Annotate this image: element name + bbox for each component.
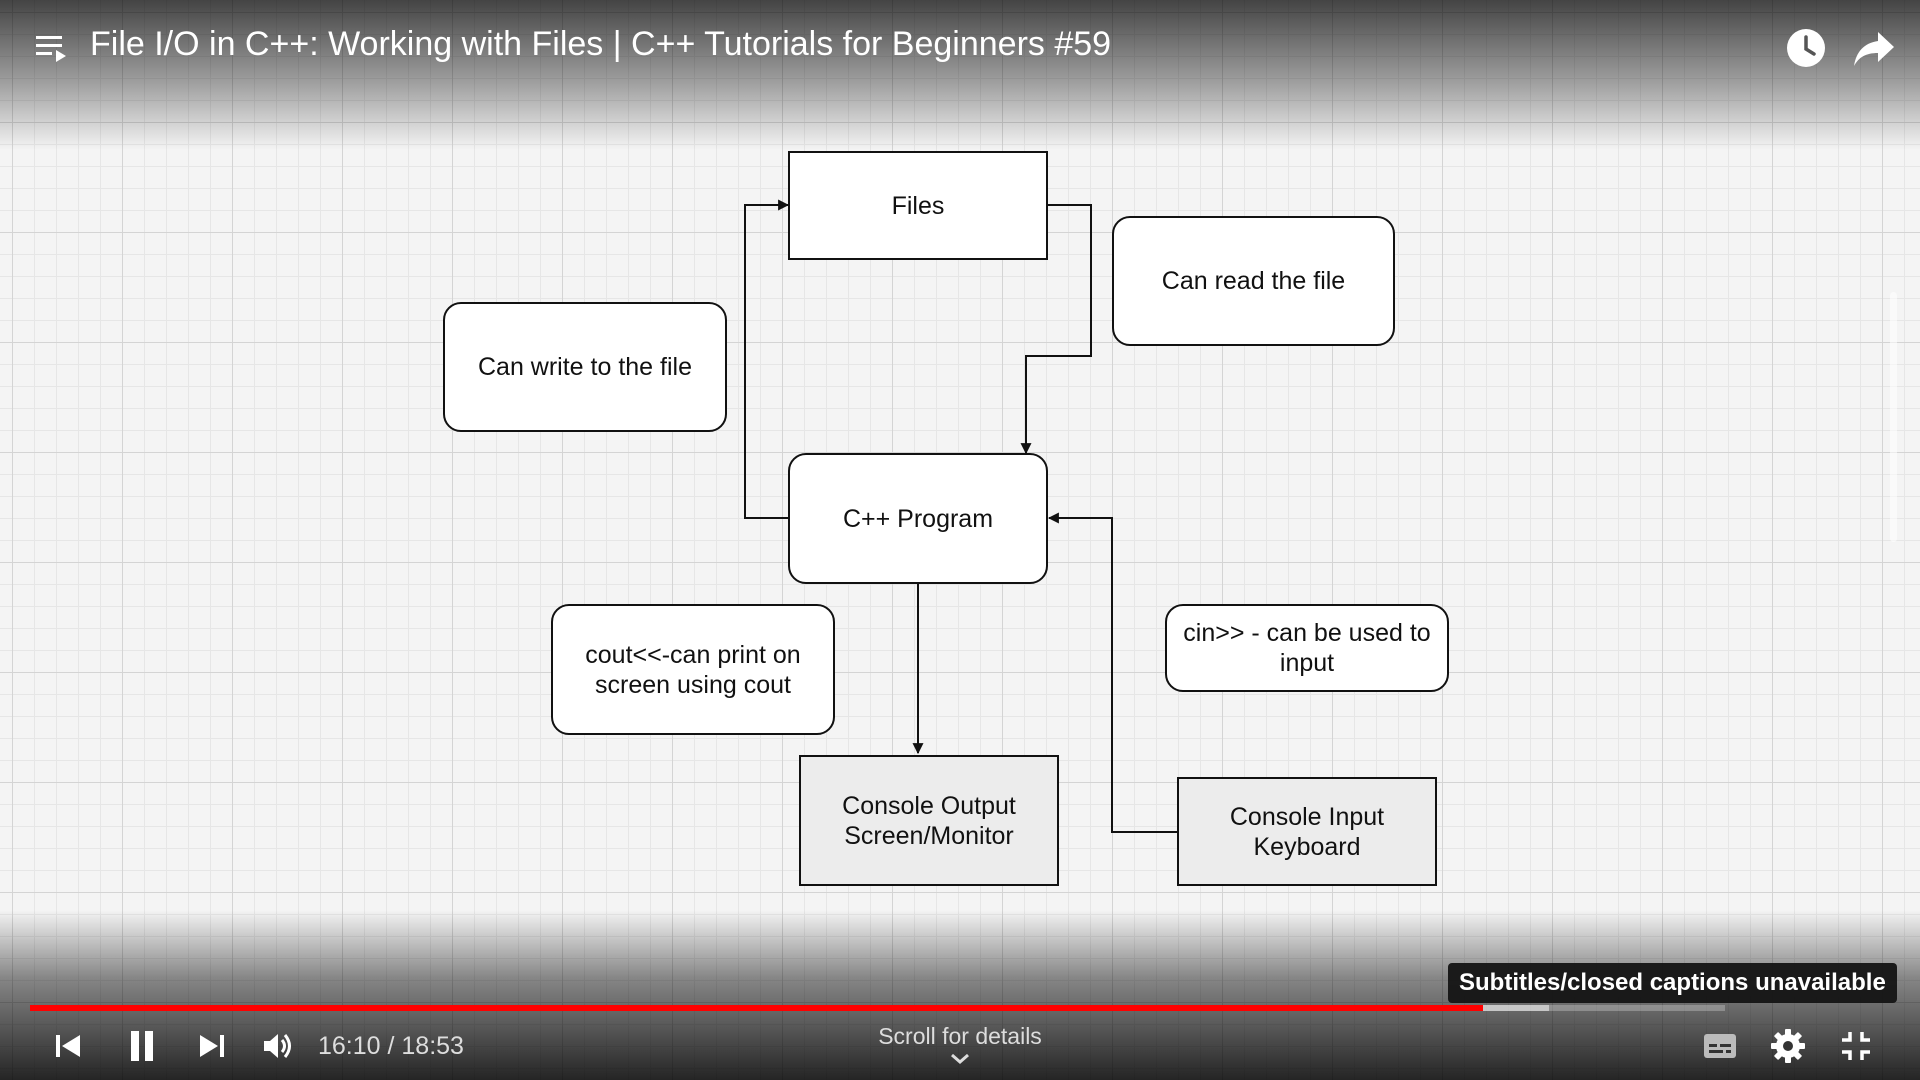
console-output-node: Console Output Screen/Monitor (799, 755, 1059, 886)
previous-button[interactable] (46, 1024, 90, 1068)
captions-tooltip: Subtitles/closed captions unavailable (1448, 963, 1897, 1003)
cpp-program-node: C++ Program (788, 453, 1048, 584)
chevron-down-icon (951, 1053, 969, 1064)
exit-fullscreen-icon (1842, 1032, 1870, 1060)
playlist-button[interactable] (28, 28, 76, 68)
scroll-hint-label: Scroll for details (878, 1023, 1042, 1049)
cout-note: cout<<-can print on screen using cout (551, 604, 835, 735)
console-input-node: Console Input Keyboard (1177, 777, 1437, 886)
subtitles-icon (1704, 1034, 1736, 1058)
volume-icon (264, 1034, 291, 1058)
scroll-for-details[interactable]: Scroll for details (860, 1022, 1060, 1066)
share-icon (1854, 32, 1894, 66)
progress-bar[interactable] (30, 1005, 1725, 1011)
video-title[interactable]: File I/O in C++: Working with Files | C+… (90, 25, 1112, 63)
next-button[interactable] (190, 1024, 234, 1068)
arrow-program-to-files (744, 199, 790, 519)
skip-next-icon (200, 1035, 224, 1057)
share-button[interactable] (1848, 22, 1900, 74)
exit-fullscreen-button[interactable] (1834, 1024, 1878, 1068)
clock-icon (1787, 29, 1825, 67)
time-display: 16:10 / 18:53 (318, 1032, 464, 1060)
pause-icon (131, 1031, 153, 1061)
can-read-note: Can read the file (1112, 216, 1395, 346)
subtitles-button[interactable] (1698, 1024, 1742, 1068)
volume-button[interactable] (256, 1024, 300, 1068)
watch-later-button[interactable] (1780, 22, 1832, 74)
arrow-input-to-program (1047, 512, 1177, 833)
progress-played (30, 1005, 1483, 1011)
scrollbar-thumb[interactable] (1890, 292, 1897, 542)
files-node: Files (788, 151, 1048, 260)
skip-previous-icon (56, 1035, 80, 1057)
can-write-note: Can write to the file (443, 302, 727, 432)
playlist-icon (36, 36, 66, 62)
cin-note: cin>> - can be used to input (1165, 604, 1449, 692)
top-gradient (0, 0, 1920, 150)
arrow-files-to-program (1020, 204, 1092, 455)
pause-button[interactable] (118, 1022, 166, 1070)
settings-icon (1771, 1029, 1805, 1063)
settings-button[interactable] (1766, 1024, 1810, 1068)
